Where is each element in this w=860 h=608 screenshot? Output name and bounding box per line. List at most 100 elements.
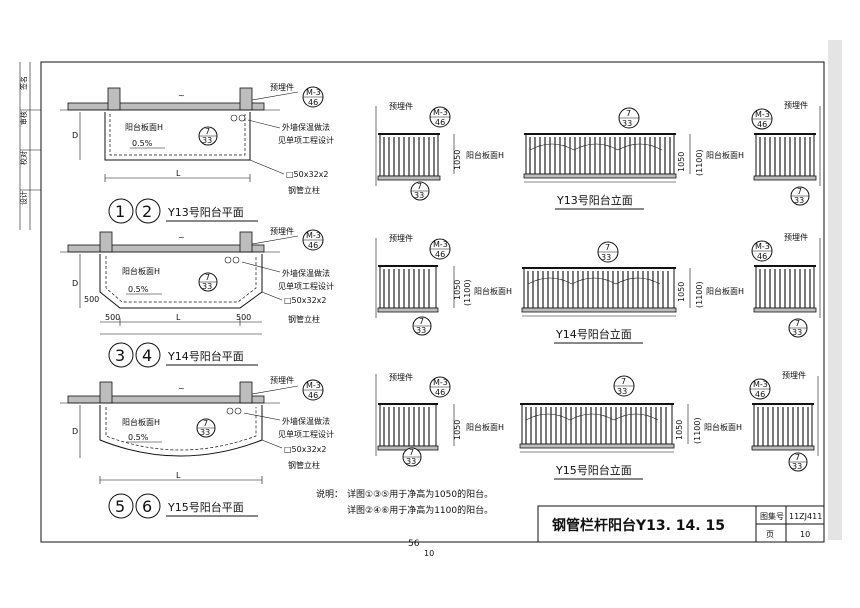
plan-embed-ref-bottom: 46	[308, 241, 318, 250]
elev-caption: Y14号阳台立面	[555, 327, 632, 341]
elev-slab: 阳台板面H	[474, 286, 512, 296]
elev-slab: 阳台板面H	[466, 422, 504, 432]
elev-h2: (1100)	[463, 279, 472, 306]
elev-right-embed-label: 预埋件	[784, 232, 808, 242]
plan-slope: 0.5%	[128, 285, 149, 294]
inner-page-number: 10	[424, 549, 434, 558]
elevation-y15: 预埋件 M-3 46 7 33 M-3 46 预埋件 7 33 7 33 105…	[375, 370, 819, 480]
plan-pipe-spec: □50x32x2	[284, 296, 326, 305]
elev-left-det-top: 7	[409, 448, 414, 457]
elev-embed-ref-top: M-3	[433, 108, 448, 117]
elev-embed-ref-top: M-3	[433, 378, 448, 387]
plan-y13: ~ D L 阳台板面H 0.5% 7 33 预埋件 M-3 46 外墙保温做法 …	[60, 82, 334, 224]
plan-caption-num-2: 2	[142, 202, 152, 221]
elev-right-embed-label: 预埋件	[782, 370, 806, 380]
elev-left-det-bottom: 33	[406, 457, 416, 466]
note-line-1: 详图①③⑤用于净高为1050的阳台。	[347, 488, 493, 500]
elev-right-det-top: 7	[795, 453, 800, 462]
elev-h2-mid: (1100)	[693, 417, 702, 444]
plan-caption-num-4: 4	[142, 346, 152, 365]
elev-h1: 1050	[453, 420, 462, 440]
note-line-2: 详图②④⑥用于净高为1100的阳台。	[347, 504, 493, 516]
elev-embed-ref-bottom: 46	[435, 118, 445, 127]
elev-right-ref-bottom: 46	[757, 252, 767, 261]
side-label-check: 校对	[19, 151, 28, 165]
plan-post-label: 钢管立柱	[288, 314, 320, 324]
plan-detail-ref-bottom: 33	[202, 136, 212, 145]
elev-right-embed-label: 预埋件	[784, 100, 808, 110]
plan-slab-label: 阳台板面H	[122, 266, 160, 276]
plan-dim-d: D	[72, 279, 78, 288]
elev-embed-label: 预埋件	[389, 101, 413, 111]
plan-post-label: 钢管立柱	[288, 460, 320, 470]
elev-h1-mid: 1050	[677, 282, 686, 302]
plan-pipe-spec: □50x32x2	[286, 170, 328, 179]
elev-embed-label: 预埋件	[389, 233, 413, 243]
elev-right-det-bottom: 33	[794, 196, 804, 205]
elev-left-det-bottom: 33	[416, 326, 426, 335]
plan-embed-label: 预埋件	[270, 375, 294, 385]
plan-detail-ref-top: 7	[205, 273, 210, 282]
elev-slab-mid: 阳台板面H	[706, 150, 744, 160]
plan-dim-d: D	[72, 131, 78, 140]
plan-slab-label: 阳台板面H	[125, 122, 163, 132]
plan-slope: 0.5%	[128, 433, 149, 442]
atlas-number: 11ZJ411	[789, 512, 822, 521]
page-number: 10	[800, 530, 810, 539]
plan-dim-500-left: 500	[105, 313, 120, 322]
elev-left-det-top: 7	[419, 317, 424, 326]
plan-slope: 0.5%	[132, 139, 153, 148]
elev-mid-ref-bottom: 33	[622, 119, 632, 128]
elev-h2-mid: (1100)	[695, 149, 704, 176]
elev-right-ref-bottom: 46	[755, 390, 765, 399]
side-strip: 审核 校对 设计 签名	[19, 62, 41, 230]
plan-dim-500-side: 500	[84, 295, 99, 304]
plan-detail-ref-top: 7	[205, 127, 210, 136]
plan-detail-ref-bottom: 33	[202, 282, 212, 291]
plan-wall-note2: 见单项工程设计	[278, 281, 334, 291]
side-label-review: 审核	[19, 111, 28, 125]
elev-left-det-top: 7	[417, 182, 422, 191]
elev-embed-ref-bottom: 46	[435, 388, 445, 397]
title-block: 钢管栏杆阳台Y13. 14. 15 图集号 11ZJ411 页 10	[537, 505, 825, 543]
elev-right-det-top: 7	[795, 319, 800, 328]
plan-embed-ref-top: M-3	[306, 88, 321, 97]
plan-y14: ~ D 500 500 500 L 阳台板面H 0.5% 7 33 预埋件 M-…	[60, 226, 334, 368]
note-prefix: 说明：	[316, 488, 343, 500]
elev-slab-mid: 阳台板面H	[704, 422, 742, 432]
plan-post-label: 钢管立柱	[288, 185, 320, 195]
elev-embed-label: 预埋件	[389, 372, 413, 382]
elev-right-ref-bottom: 46	[757, 120, 767, 129]
plan-detail-ref-top: 7	[203, 419, 208, 428]
elev-mid-ref-top: 7	[621, 377, 626, 386]
plan-wall-note: 外墙保温做法	[282, 416, 330, 426]
plan-caption-num-3: 3	[115, 346, 125, 365]
elev-right-ref-top: M-3	[755, 242, 770, 251]
svg-text:~: ~	[178, 384, 185, 393]
elev-slab-mid: 阳台板面H	[706, 286, 744, 296]
plan-wall-note: 外墙保温做法	[282, 268, 330, 278]
elevation-y13: 预埋件 M-3 46 7 33 M-3 46 预埋件 7 33 7 33 105…	[375, 100, 821, 210]
plan-embed-ref-bottom: 46	[308, 98, 318, 107]
plan-embed-ref-bottom: 46	[308, 391, 318, 400]
plan-wall-note: 外墙保温做法	[282, 122, 330, 132]
plan-slab-label: 阳台板面H	[122, 417, 160, 427]
plan-dim-500-right: 500	[236, 313, 251, 322]
plan-embed-label: 预埋件	[270, 82, 294, 92]
elev-mid-ref-bottom: 33	[601, 253, 611, 262]
plan-wall-note2: 见单项工程设计	[278, 135, 334, 145]
plan-caption: Y14号阳台平面	[167, 349, 244, 363]
elev-embed-ref-bottom: 46	[435, 250, 445, 259]
elev-h1-mid: 1050	[677, 152, 686, 172]
plan-embed-ref-top: M-3	[306, 231, 321, 240]
elev-h1: 1050	[453, 280, 462, 300]
plan-dim-l: L	[176, 169, 181, 178]
elev-mid-ref-top: 7	[605, 243, 610, 252]
note-block: 说明： 详图①③⑤用于净高为1050的阳台。 详图②④⑥用于净高为1100的阳台…	[316, 488, 493, 516]
side-label-sign: 签名	[19, 76, 28, 90]
plan-embed-ref-top: M-3	[306, 381, 321, 390]
plan-caption: Y15号阳台平面	[167, 500, 244, 514]
plan-caption-num-1: 1	[115, 202, 125, 221]
plan-embed-label: 预埋件	[270, 226, 294, 236]
